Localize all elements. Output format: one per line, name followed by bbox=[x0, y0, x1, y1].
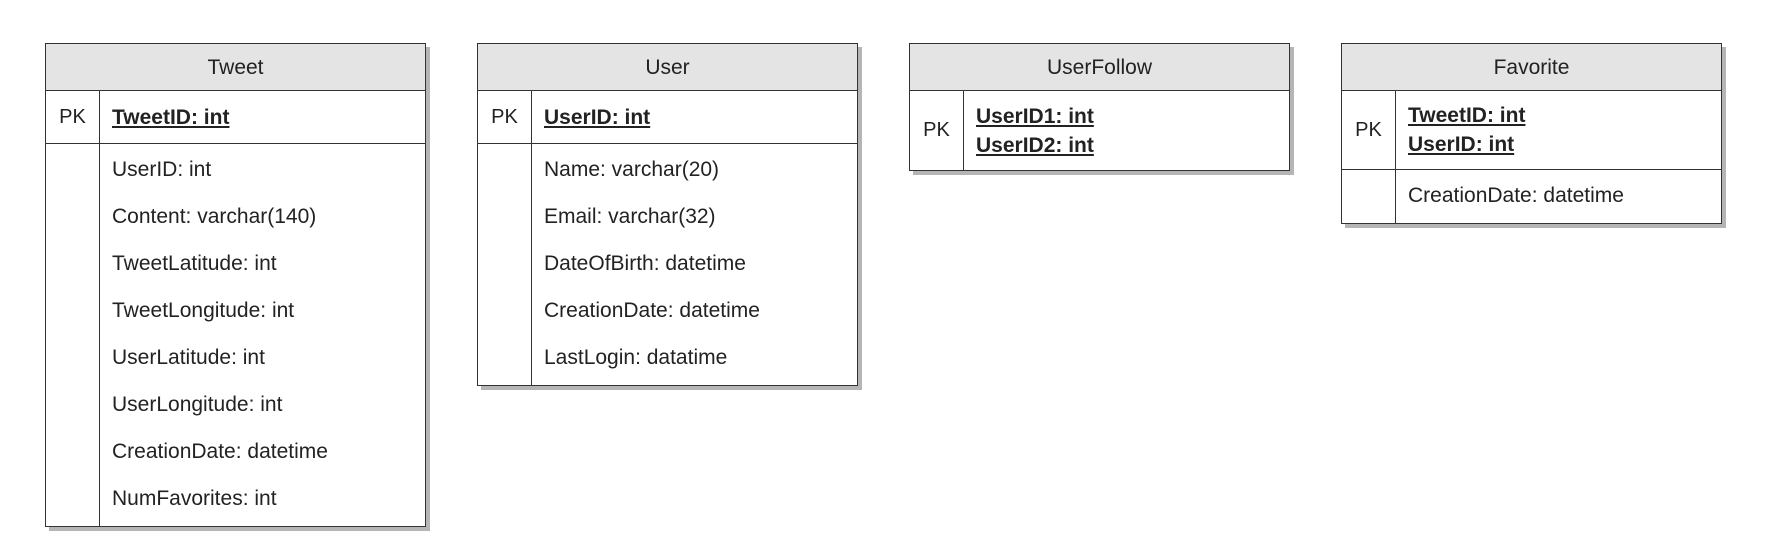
attribute-gutter bbox=[46, 144, 100, 526]
entity-title: Favorite bbox=[1342, 44, 1721, 91]
primary-key-section: PK UserID: int bbox=[478, 91, 857, 144]
entity-title: User bbox=[478, 44, 857, 91]
pk-label: PK bbox=[1342, 91, 1396, 169]
pk-label: PK bbox=[46, 91, 100, 143]
attribute-field[interactable]: LastLogin: datatime bbox=[544, 346, 728, 369]
attribute-field[interactable]: UserLongitude: int bbox=[112, 393, 283, 416]
primary-key-field[interactable]: TweetID: int bbox=[1408, 104, 1526, 127]
attribute-field[interactable]: TweetLatitude: int bbox=[112, 252, 277, 275]
primary-key-field[interactable]: TweetID: int bbox=[112, 105, 230, 129]
attribute-field[interactable]: CreationDate: datetime bbox=[1408, 184, 1624, 207]
primary-key-field[interactable]: UserID1: int bbox=[976, 104, 1094, 128]
primary-key-field[interactable]: UserID: int bbox=[544, 105, 651, 129]
attribute-field[interactable]: UserLatitude: int bbox=[112, 346, 265, 369]
attribute-field[interactable]: TweetLongitude: int bbox=[112, 299, 295, 322]
attribute-field[interactable]: Name: varchar(20) bbox=[544, 158, 720, 181]
attribute-field[interactable]: NumFavorites: int bbox=[112, 487, 277, 510]
pk-label: PK bbox=[478, 91, 532, 143]
attribute-field[interactable]: Content: varchar(140) bbox=[112, 205, 317, 228]
attribute-section: CreationDate: datetime bbox=[1342, 170, 1721, 223]
primary-key-section: PK TweetID: int bbox=[46, 91, 425, 144]
attribute-field[interactable]: CreationDate: datetime bbox=[544, 299, 760, 322]
attribute-field[interactable]: CreationDate: datetime bbox=[112, 440, 328, 463]
attribute-gutter bbox=[478, 144, 532, 385]
entity-title: UserFollow bbox=[910, 44, 1289, 91]
pk-label: PK bbox=[910, 91, 964, 170]
attribute-section: Name: varchar(20) Email: varchar(32) DateO… bbox=[478, 144, 857, 385]
entity-title: Tweet bbox=[46, 44, 425, 91]
primary-key-field[interactable]: UserID2: int bbox=[976, 133, 1094, 157]
attribute-field[interactable]: Email: varchar(32) bbox=[544, 205, 716, 228]
attribute-gutter bbox=[1342, 170, 1396, 223]
attribute-field[interactable]: DateOfBirth: datetime bbox=[544, 252, 746, 275]
attribute-field[interactable]: UserID: int bbox=[112, 158, 212, 181]
primary-key-field[interactable]: UserID: int bbox=[1408, 133, 1515, 156]
